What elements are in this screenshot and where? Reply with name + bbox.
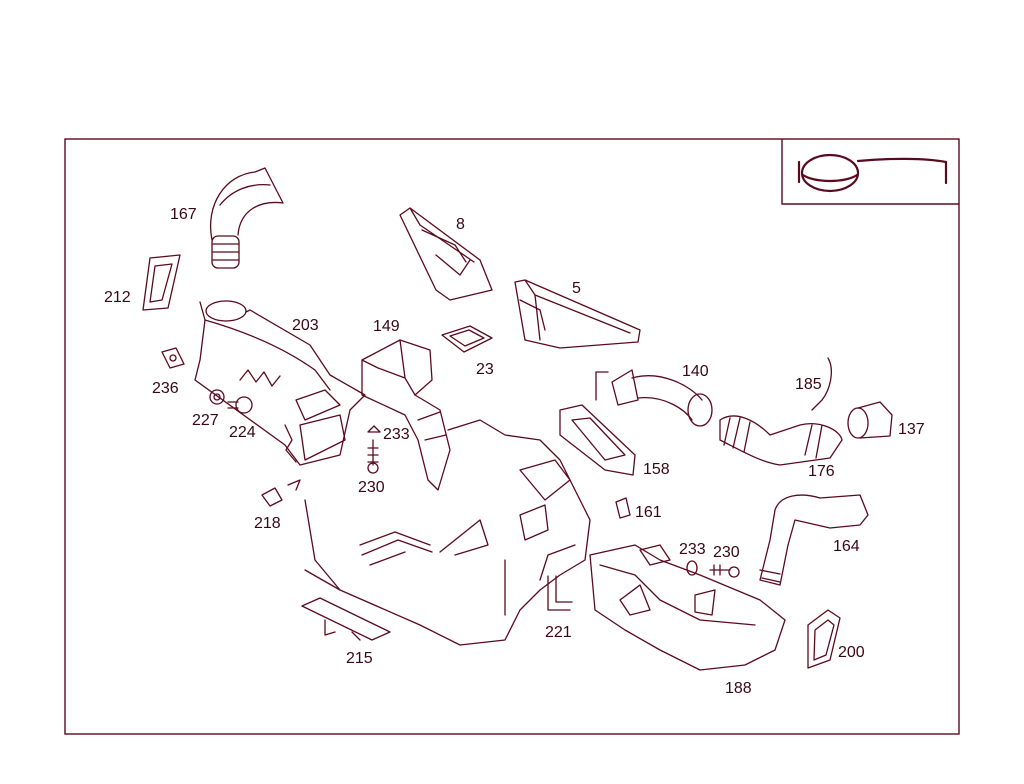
label-164: 164	[833, 538, 860, 555]
label-176: 176	[808, 463, 835, 480]
label-8: 8	[456, 216, 465, 233]
part-167-hose	[210, 167, 284, 269]
label-203: 203	[292, 317, 319, 334]
label-200: 200	[838, 644, 865, 661]
part-224-bolt	[227, 396, 253, 414]
label-230-right: 230	[713, 544, 740, 561]
vehicle-outline-icon	[781, 139, 959, 205]
label-23: 23	[476, 361, 494, 378]
part-23-gasket	[441, 325, 493, 353]
part-188-duct	[589, 544, 786, 671]
label-140: 140	[682, 363, 709, 380]
part-200-grille	[807, 609, 841, 669]
part-227-washer	[209, 389, 225, 405]
part-164-duct	[759, 494, 869, 586]
heater-box	[287, 419, 591, 646]
part-140-hose	[595, 369, 713, 427]
label-224: 224	[229, 424, 256, 441]
part-233-nut-left	[367, 425, 381, 433]
part-236-clip	[161, 347, 185, 369]
part-176-hose	[719, 415, 843, 466]
part-185-wire	[811, 357, 832, 411]
label-236: 236	[152, 380, 179, 397]
part-149-duct	[361, 339, 451, 491]
label-161: 161	[635, 504, 662, 521]
label-5: 5	[572, 280, 581, 297]
label-167: 167	[170, 206, 197, 223]
label-233-left: 233	[383, 426, 410, 443]
part-212-grille	[142, 254, 181, 311]
label-188: 188	[725, 680, 752, 697]
label-185: 185	[795, 376, 822, 393]
part-5-duct	[514, 279, 641, 349]
label-212: 212	[104, 289, 131, 306]
part-230-screw-left	[367, 439, 379, 474]
label-215: 215	[346, 650, 373, 667]
callout-labels: 167 8 212 203 149 5 23 236 140 185 227 2…	[104, 206, 925, 697]
part-137-grille	[847, 401, 893, 439]
label-227: 227	[192, 412, 219, 429]
part-218-clip	[261, 487, 283, 507]
label-221: 221	[545, 624, 572, 641]
part-158-grille	[559, 404, 636, 476]
label-218: 218	[254, 515, 281, 532]
part-8-duct	[399, 207, 493, 301]
label-149: 149	[373, 318, 400, 335]
label-137: 137	[898, 421, 925, 438]
part-221-tube	[547, 575, 573, 611]
part-203-housing	[194, 300, 366, 466]
label-233-right: 233	[679, 541, 706, 558]
label-230-left: 230	[358, 479, 385, 496]
part-233-nut-right	[686, 560, 698, 576]
label-158: 158	[643, 461, 670, 478]
part-215-bracket	[301, 597, 391, 641]
part-230-screw-right	[709, 564, 740, 578]
part-161-plug	[615, 497, 631, 519]
diagram-frame	[64, 138, 960, 735]
